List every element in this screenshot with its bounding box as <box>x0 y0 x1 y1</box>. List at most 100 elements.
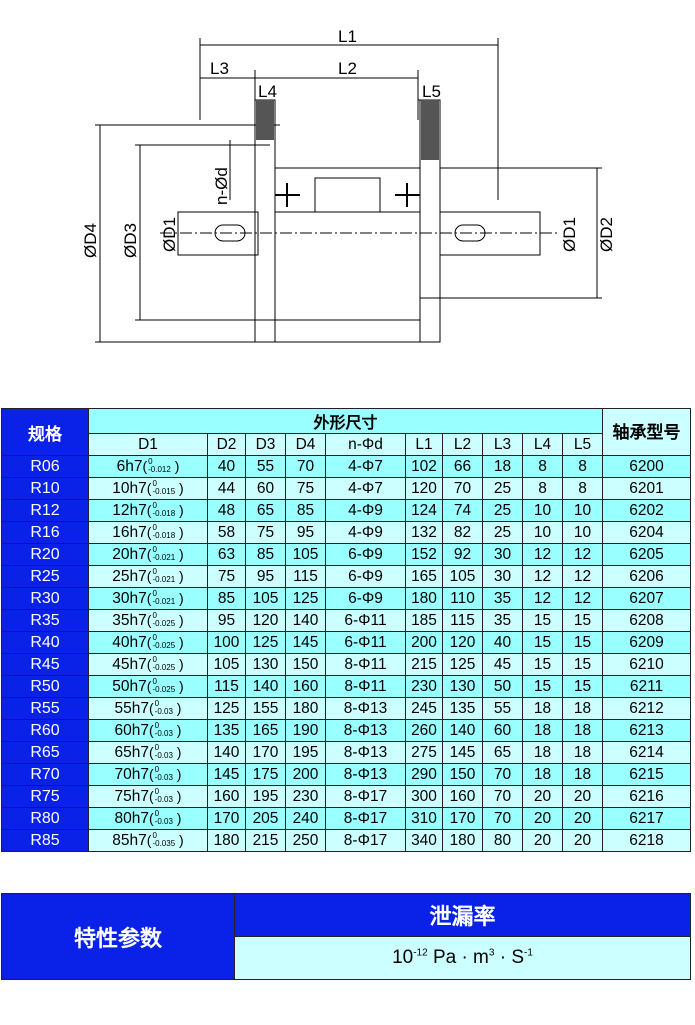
cell-l5: 12 <box>562 543 603 566</box>
cell-code: R80 <box>1 807 89 830</box>
cell-bearing: 6212 <box>602 697 691 720</box>
cell-d3: 65 <box>245 499 286 522</box>
cell-nd: 8-Φ11 <box>325 675 406 698</box>
cell-bearing: 6200 <box>602 455 691 478</box>
cell-d1: 60h7(0-0.03 ) <box>88 719 208 742</box>
cell-code: R20 <box>1 543 89 566</box>
cell-l2: 180 <box>442 829 483 852</box>
cell-d1: 20h7(0-0.021 ) <box>88 543 208 566</box>
cell-d2: 75 <box>207 565 246 588</box>
cell-l5: 8 <box>562 455 603 478</box>
cell-l1: 260 <box>405 719 443 742</box>
cell-l3: 55 <box>482 697 523 720</box>
cell-l4: 18 <box>522 719 563 742</box>
cell-l2: 105 <box>442 565 483 588</box>
cell-bearing: 6211 <box>602 675 691 698</box>
header-col: D4 <box>285 433 326 456</box>
cell-nd: 8-Φ17 <box>325 807 406 830</box>
cell-l1: 245 <box>405 697 443 720</box>
cell-nd: 6-Φ11 <box>325 631 406 654</box>
cell-code: R25 <box>1 565 89 588</box>
cell-l2: 135 <box>442 697 483 720</box>
cell-d1: 40h7(0-0.025 ) <box>88 631 208 654</box>
cell-d4: 95 <box>285 521 326 544</box>
cell-l2: 145 <box>442 741 483 764</box>
cell-l3: 70 <box>482 785 523 808</box>
cell-d4: 140 <box>285 609 326 632</box>
cell-nd: 6-Φ11 <box>325 609 406 632</box>
cell-d4: 230 <box>285 785 326 808</box>
cell-d3: 165 <box>245 719 286 742</box>
dim-d4: ØD4 <box>81 223 100 258</box>
cell-bearing: 6216 <box>602 785 691 808</box>
header-col: L3 <box>482 433 523 456</box>
cell-l3: 25 <box>482 521 523 544</box>
cell-d1: 35h7(0-0.025 ) <box>88 609 208 632</box>
cell-l5: 18 <box>562 741 603 764</box>
cell-d3: 125 <box>245 631 286 654</box>
cell-d1: 6h7(0-0.012 ) <box>88 455 208 478</box>
cell-bearing: 6217 <box>602 807 691 830</box>
cell-l3: 18 <box>482 455 523 478</box>
cell-code: R50 <box>1 675 89 698</box>
cell-l5: 12 <box>562 587 603 610</box>
cell-nd: 8-Φ17 <box>325 829 406 852</box>
cell-d3: 60 <box>245 477 286 500</box>
header-dimensions: 外形尺寸 <box>88 408 603 434</box>
cell-d4: 195 <box>285 741 326 764</box>
cell-l5: 15 <box>562 609 603 632</box>
cell-l1: 310 <box>405 807 443 830</box>
cell-d1: 80h7(0-0.03 ) <box>88 807 208 830</box>
params-table: 特性参数 泄漏率 10-12 Pa · m3 · S-1 <box>1 893 691 980</box>
cell-l2: 74 <box>442 499 483 522</box>
cell-d4: 190 <box>285 719 326 742</box>
cell-l3: 70 <box>482 807 523 830</box>
cell-l3: 40 <box>482 631 523 654</box>
cell-d4: 160 <box>285 675 326 698</box>
cell-l3: 35 <box>482 587 523 610</box>
cell-d1: 75h7(0-0.03 ) <box>88 785 208 808</box>
cell-l1: 275 <box>405 741 443 764</box>
cell-l4: 15 <box>522 675 563 698</box>
cell-d4: 250 <box>285 829 326 852</box>
cell-d1: 50h7(0-0.025 ) <box>88 675 208 698</box>
cell-d1: 25h7(0-0.021 ) <box>88 565 208 588</box>
cell-l5: 15 <box>562 653 603 676</box>
cell-d2: 58 <box>207 521 246 544</box>
cell-nd: 8-Φ17 <box>325 785 406 808</box>
cell-code: R65 <box>1 741 89 764</box>
cell-l4: 10 <box>522 499 563 522</box>
cell-nd: 8-Φ13 <box>325 763 406 786</box>
cell-d1: 16h7(0-0.018 ) <box>88 521 208 544</box>
cell-l5: 20 <box>562 807 603 830</box>
cell-code: R45 <box>1 653 89 676</box>
dim-nd: n-Ød <box>212 167 231 205</box>
cell-d2: 125 <box>207 697 246 720</box>
dim-l1: L1 <box>338 27 357 46</box>
cell-nd: 4-Φ7 <box>325 477 406 500</box>
cell-l5: 15 <box>562 675 603 698</box>
cell-code: R12 <box>1 499 89 522</box>
cell-d4: 70 <box>285 455 326 478</box>
header-col: n-Φd <box>325 433 406 456</box>
cell-bearing: 6206 <box>602 565 691 588</box>
cell-l1: 230 <box>405 675 443 698</box>
cell-bearing: 6205 <box>602 543 691 566</box>
coupling-technical-drawing: L1 L3 L2 L4 L5 n-Ød ØD4 ØD3 ØD1 ØD1 ØD2 <box>81 27 616 343</box>
cell-nd: 8-Φ11 <box>325 653 406 676</box>
cell-code: R35 <box>1 609 89 632</box>
cell-l4: 20 <box>522 785 563 808</box>
cell-l3: 30 <box>482 565 523 588</box>
cell-l3: 60 <box>482 719 523 742</box>
cell-l5: 20 <box>562 785 603 808</box>
cell-l2: 70 <box>442 477 483 500</box>
cell-l2: 115 <box>442 609 483 632</box>
